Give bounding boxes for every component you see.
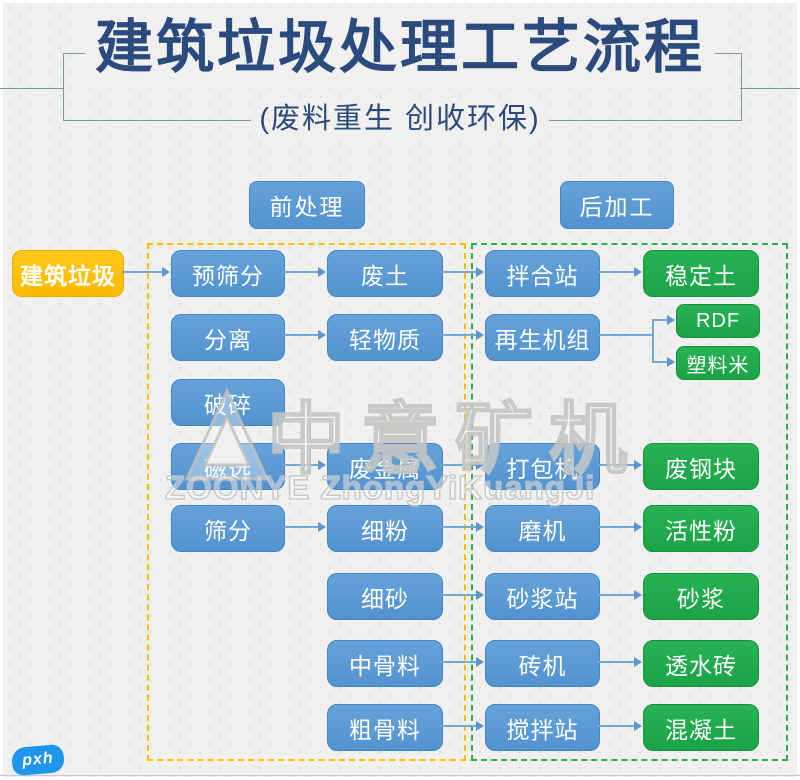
page-title: 建筑垃圾处理工艺流程 [0,8,800,88]
flow-connector [598,334,652,336]
node-crushing: 破碎 [171,379,285,426]
node-coarse-aggregate: 粗骨料 [327,704,443,751]
flow-arrow [283,330,326,340]
flow-arrow [441,460,484,470]
flow-arrow [122,267,170,277]
node-scrap-steel-block: 废钢块 [643,443,759,490]
node-construction-waste: 建筑垃圾 [12,250,124,297]
flow-arrow [441,267,484,277]
node-active-powder: 活性粉 [643,505,759,552]
node-mill: 磨机 [485,505,600,552]
node-scrap-metal: 废金属 [327,443,443,490]
pretreatment-dashed-frame [147,243,466,761]
flow-arrow [598,590,642,600]
node-pre-screening: 预筛分 [171,250,285,297]
node-plastic-pellets: 塑料米 [676,346,760,380]
flow-arrow [441,590,484,600]
node-waste-soil: 废土 [327,250,443,297]
title-side-line-right [740,88,800,89]
node-mixing-station: 拌合站 [485,250,600,297]
node-medium-aggregate: 中骨料 [327,640,443,687]
flow-arrow [283,522,326,532]
bottom-divider [0,775,800,776]
page-subtitle: (废料重生 创收环保) [0,98,800,140]
node-fine-sand: 细砂 [327,573,443,620]
postprocessing-dashed-frame [471,243,788,761]
node-screening: 筛分 [171,505,285,552]
flow-arrow [441,721,484,731]
flow-arrow [652,315,675,325]
node-magnetic-separation: 磁选 [171,443,285,490]
node-brick-machine: 砖机 [485,640,600,687]
pxh-stamp: pxh [10,743,66,777]
flow-arrow [652,357,675,367]
node-permeable-brick: 透水砖 [643,640,759,687]
section-label-postprocessing: 后加工 [560,181,674,229]
node-rdf: RDF [676,304,760,338]
flow-arrow [598,460,642,470]
node-mortar-station: 砂浆站 [485,573,600,620]
flow-arrow [283,460,326,470]
flow-connector [652,319,654,363]
flow-arrow [441,330,484,340]
flow-arrow [598,267,642,277]
node-concrete-mixing-station: 搅拌站 [485,704,600,751]
node-concrete: 混凝土 [643,704,759,751]
node-separation: 分离 [171,314,285,361]
node-regeneration-unit: 再生机组 [485,314,600,361]
node-baler: 打包机 [485,443,600,490]
flow-arrow [283,267,326,277]
section-label-pretreatment: 前处理 [249,181,365,229]
flow-arrow [598,657,642,667]
node-stabilized-soil: 稳定土 [643,250,759,297]
flow-arrow [441,657,484,667]
node-mortar: 砂浆 [643,573,759,620]
node-light-material: 轻物质 [327,314,443,361]
title-side-line-left [0,88,64,89]
flow-arrow [441,522,484,532]
flow-arrow [598,522,642,532]
node-fine-powder: 细粉 [327,505,443,552]
flow-arrow [598,721,642,731]
